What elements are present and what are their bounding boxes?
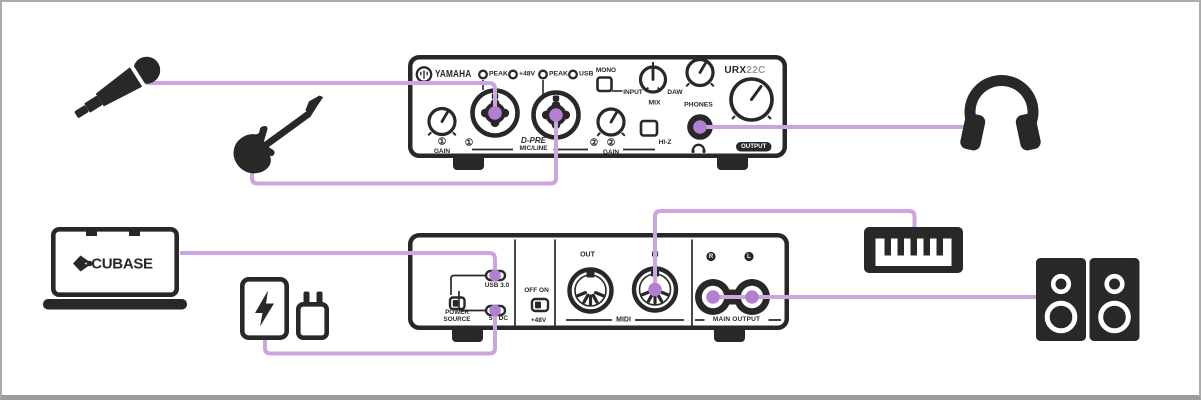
hi-z-label: HI-Z	[658, 138, 672, 146]
gain1-knob	[427, 106, 457, 137]
off-on-label: OFF ON	[524, 286, 549, 294]
left-badge	[744, 251, 754, 262]
power-source-switch	[448, 296, 466, 311]
midi-cable	[653, 209, 917, 288]
gain2-knob	[596, 107, 626, 137]
daw-label: DAW	[667, 88, 683, 96]
power-label-2: SOURCE	[443, 315, 471, 323]
usb-led	[568, 69, 578, 80]
left-label: L	[747, 253, 751, 260]
model-label: URX22C	[724, 66, 765, 76]
main-out-l-plug	[745, 290, 759, 304]
output-label: OUTPUT	[740, 142, 767, 150]
mic-line-label: MIC/LINE	[519, 144, 548, 152]
usb-plug	[489, 269, 501, 282]
headphone-symbol-icon	[691, 143, 706, 153]
right-label: R	[708, 253, 714, 260]
input-label: INPUT	[623, 88, 643, 96]
usb-select-line	[450, 274, 486, 295]
headphones-icon	[960, 75, 1041, 151]
peak2-label: PEAK	[549, 70, 568, 78]
midi-out-jack	[567, 267, 614, 314]
gain2-number: ②	[606, 136, 616, 148]
cubase-label: CUBASE	[91, 255, 153, 272]
phones-plug	[693, 120, 707, 134]
mono-button	[596, 76, 613, 93]
power-cable	[263, 311, 497, 356]
usb-cable	[180, 251, 497, 275]
model-suffix: 22C	[746, 65, 766, 76]
phones-label: PHONES	[684, 101, 713, 109]
peak2-led	[538, 69, 548, 80]
dc-plug	[489, 304, 501, 317]
microphone-icon	[74, 56, 161, 118]
mono-label: MONO	[595, 66, 617, 74]
power-label-1: POWER	[445, 308, 469, 316]
gain1-number: ①	[437, 136, 447, 148]
48v-label: +48V	[519, 70, 536, 78]
right-badge	[706, 251, 716, 262]
output-knob	[729, 77, 774, 122]
midi-plug	[648, 282, 662, 297]
guitar-cable	[250, 116, 558, 186]
usb-label: USB 3.0	[484, 281, 510, 289]
phantom-label: +48V	[530, 316, 547, 324]
brand-label: YAMAHA	[435, 68, 472, 80]
peak1-label: PEAK	[489, 70, 508, 78]
input1-plug	[488, 106, 502, 120]
midi-label: MIDI	[616, 316, 631, 324]
input2-plug	[549, 108, 563, 122]
dc-label: 5V DC	[488, 314, 509, 322]
usb-led-label: USB	[579, 70, 594, 78]
input2-number: ②	[589, 136, 599, 148]
gain1-label: GAIN	[433, 147, 451, 155]
peak1-led	[478, 69, 488, 80]
output-pill	[736, 142, 772, 152]
section-dividers	[514, 239, 693, 326]
preamp-label: D-PRE	[521, 135, 546, 145]
main-out-r-plug	[706, 290, 720, 304]
hi-z-button	[639, 119, 659, 137]
48v-led	[508, 69, 518, 80]
gain2-label: GAIN	[602, 148, 620, 156]
front-panel	[408, 55, 787, 170]
phantom-switch	[530, 297, 550, 313]
laptop-icon	[43, 227, 187, 310]
mix-label: MIX	[648, 99, 661, 107]
mic-cable	[146, 81, 497, 113]
speakers-icon	[1036, 258, 1140, 341]
main-output-label: MAIN OUTPUT	[712, 315, 761, 323]
electric-guitar-icon	[233, 95, 324, 174]
midi-out-label: OUT	[580, 251, 595, 258]
mix-knob	[638, 62, 668, 94]
cubase-logo-icon	[73, 255, 93, 272]
usb-power-adapter-icon	[295, 291, 329, 340]
midi-keyboard-icon	[864, 227, 963, 273]
phones-knob	[685, 57, 715, 88]
power-bank-icon	[240, 276, 290, 340]
input1-number: ①	[464, 136, 474, 148]
model-prefix: URX	[724, 65, 747, 76]
